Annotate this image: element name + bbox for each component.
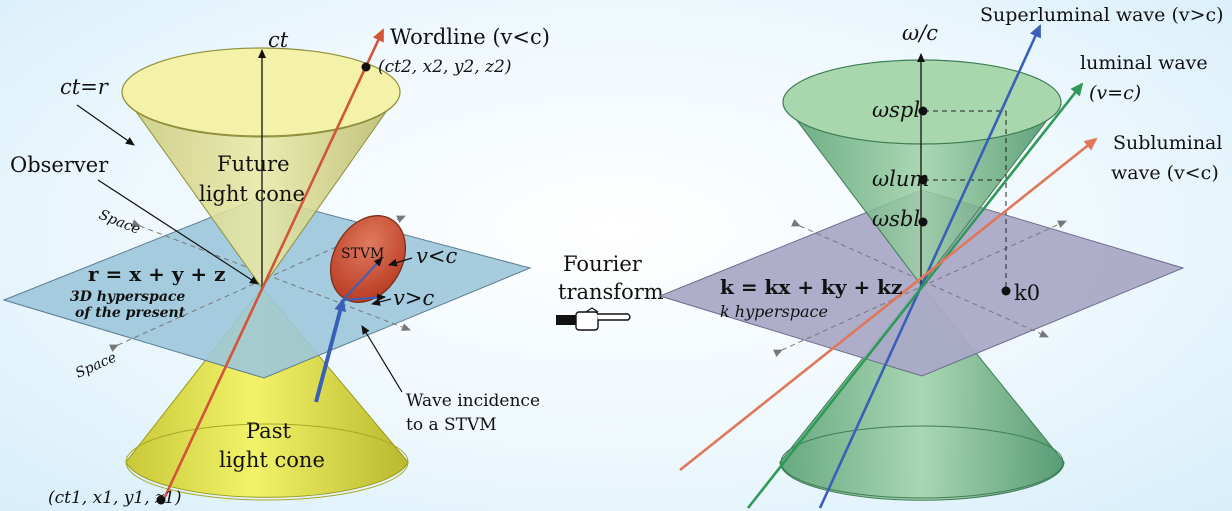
lower-dispersion-cone [779, 284, 1065, 501]
k0-point [1001, 286, 1011, 296]
incidence-pointer [361, 325, 403, 393]
fourier-label-1: Fourier [563, 252, 643, 276]
future-cone-label-2: light cone [199, 182, 305, 206]
v-gt-c-label: v>c [393, 286, 434, 310]
event-point-top [361, 62, 371, 72]
past-cone-label-2: light cone [219, 448, 325, 472]
superluminal-wave-line [818, 24, 1042, 509]
incidence-label-2: to a STVM [406, 415, 497, 435]
wordline [160, 28, 385, 504]
past-light-cone [125, 287, 409, 498]
subluminal-label-1: Subluminal [1113, 132, 1222, 154]
omega-sbl-label: ωsbl [872, 207, 920, 231]
k-hyperspace-label: k hyperspace [720, 302, 828, 321]
omega-axis-label: ω/c [902, 21, 938, 45]
fourier-transform-block: Fourier transform [556, 252, 664, 331]
subluminal-wave-line [679, 137, 1098, 472]
event-point-bottom [156, 495, 166, 505]
k-vector-equation: k = kx + ky + kz [720, 275, 902, 299]
future-cone-label-1: Future [217, 152, 290, 176]
omega-lum-label: ωlum [872, 167, 929, 191]
future-cone-rim [121, 47, 401, 137]
stvm-vector-fast [342, 293, 386, 302]
stvm-vector-slow [342, 257, 383, 301]
left-spacetime-diagram: ct ct=r Wordline (v<c) (ct2, x2, y2, z2)… [2, 25, 550, 508]
incidence-label-1: Wave incidence [406, 391, 540, 411]
event-point-top-label: (ct2, x2, y2, z2) [378, 57, 511, 77]
ct-r-pointer [76, 104, 135, 146]
v-lt-c-pointer [388, 257, 413, 267]
subluminal-label-2: wave (v<c) [1111, 162, 1219, 184]
space-label-upper: Space [97, 207, 143, 238]
v-lt-c-label: v<c [416, 244, 457, 268]
stvm-label: STVM [341, 246, 384, 262]
past-cone-label-1: Past [246, 419, 291, 443]
projection-guides [924, 110, 1007, 290]
luminal-label-1: luminal wave [1080, 52, 1208, 74]
wordline-label: Wordline (v<c) [390, 25, 550, 49]
ct-axis-label: ct [268, 28, 289, 52]
omega-sbl-point [918, 217, 928, 227]
observer-label: Observer [10, 153, 109, 177]
space-label-lower: Space [73, 350, 119, 382]
pointing-hand-icon [556, 307, 631, 331]
wave-incidence-arrow [314, 298, 346, 403]
ct-equals-r-label: ct=r [60, 75, 110, 99]
k0-label: k0 [1014, 281, 1040, 305]
past-cone-rim [125, 423, 409, 501]
omega-spl-point [918, 106, 928, 116]
lower-cone-rim [780, 425, 1064, 499]
fourier-label-2: transform [558, 280, 664, 304]
r-vector-equation: r = x + y + z [88, 262, 226, 286]
event-point-bottom-label: (ct1, x1, y1, z1) [48, 488, 181, 508]
hyperspace-label-1: 3D hyperspace [70, 289, 185, 305]
hyperspace-label-2: of the present [75, 305, 186, 321]
omega-spl-label: ωspl [872, 98, 920, 122]
superluminal-label: Superluminal wave (v>c) [980, 4, 1224, 26]
omega-lum-point [918, 175, 928, 185]
luminal-label-2: (v=c) [1089, 82, 1141, 104]
right-k-space-diagram: ω/c ωspl ωlum ωsbl k = kx + ky + kz k hy… [658, 4, 1224, 509]
observer-pointer [97, 179, 259, 285]
luminal-wave-line [746, 82, 1084, 509]
v-gt-c-pointer [371, 298, 392, 306]
